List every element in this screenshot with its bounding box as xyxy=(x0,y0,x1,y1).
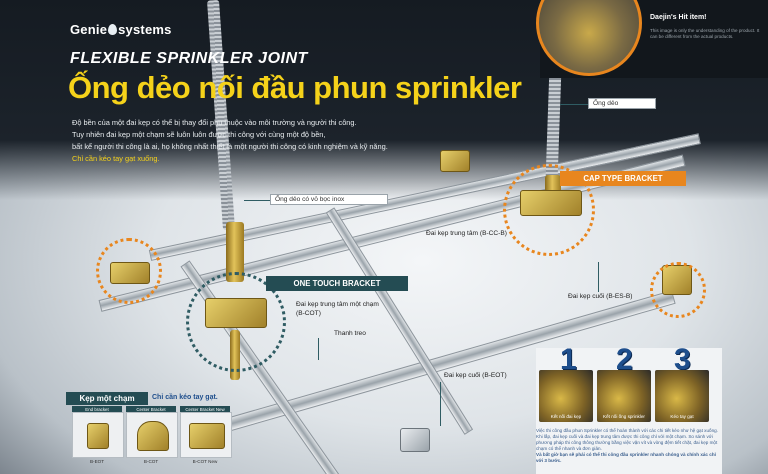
thumb-caption-3: B-COT New xyxy=(192,459,218,464)
one-touch-banner: ONE TOUCH BRACKET xyxy=(266,276,408,291)
hose-fitting-left xyxy=(226,222,244,282)
step-image-1 xyxy=(539,370,593,422)
center-bracket-new-image xyxy=(189,423,225,449)
leader-dai-kep-cuoi xyxy=(598,262,599,292)
cap-type-banner: CAP TYPE BRACKET xyxy=(560,171,686,186)
highlight-circle-cap xyxy=(503,164,595,256)
rail-cross-right xyxy=(325,207,474,435)
thumb-title-3: Center Bracket New xyxy=(180,406,230,413)
leader-ong-deo xyxy=(560,104,588,105)
center-bracket-back xyxy=(440,150,470,172)
step-number-3: 3 xyxy=(674,343,691,376)
step-number-2: 2 xyxy=(616,343,633,376)
highlight-circle-left xyxy=(96,238,162,304)
label-dai-kep-cuoi-eot: Đai kẹp cuối (B-EOT) xyxy=(444,372,507,379)
thumb-end-bracket xyxy=(72,412,124,458)
label-dai-kep-mot-cham: Đai kẹp trung tâm một chạm (B-COT) xyxy=(296,301,379,317)
hit-item-note: This image is only the understanding of … xyxy=(650,28,760,39)
thumb-title-2: Center Bracket xyxy=(126,406,176,413)
thumb-caption-1: B-EOT xyxy=(89,459,105,464)
thumb-caption-2: B-COT xyxy=(143,459,159,464)
title-english: FLEXIBLE SPRINKLER JOINT xyxy=(70,50,308,67)
label-ong-deo-inox: Ống dẻo có vỏ bọc inox xyxy=(270,194,388,205)
highlight-circle-one-touch xyxy=(186,272,286,372)
step-caption-2: Kết nối ống sprinkler xyxy=(603,414,645,419)
step-image-2 xyxy=(597,370,651,422)
thumb-center-bracket xyxy=(126,412,178,458)
leader-dai-kep-cuoi-eot xyxy=(440,382,441,426)
label-thanh-treo: Thanh treo xyxy=(334,330,366,337)
leader-thanh-treo xyxy=(318,338,319,360)
leader-ong-deo-inox xyxy=(244,200,270,201)
step-caption-3: Kéo tay gạt xyxy=(670,414,694,419)
steps-description: Việc thi công đầu phun Sprinkler có thể … xyxy=(536,428,718,463)
hit-item-title: Daejin's Hit item! xyxy=(650,14,707,21)
title-vietnamese: Ống dẻo nối đầu phun sprinkler xyxy=(68,70,522,105)
legend-subheading: Chỉ cần kéo tay gạt. xyxy=(152,394,218,401)
thumb-title-1: End bracket xyxy=(72,406,122,413)
highlight-circle-end xyxy=(650,262,706,318)
step-caption-1: Kết nối đai kẹp xyxy=(550,414,582,419)
end-bracket-front xyxy=(400,428,430,452)
legend-heading: Kẹp một chạm xyxy=(66,392,148,405)
center-bracket-image xyxy=(137,421,169,451)
label-dai-kep-trung-tam: Đai kẹp trung tâm (B-CC-B) xyxy=(426,230,507,237)
description: Độ bền của một đai kẹp có thể bị thay đổ… xyxy=(72,118,388,163)
drop-icon xyxy=(108,24,118,35)
end-bracket-image xyxy=(87,423,109,449)
step-number-1: 1 xyxy=(560,343,577,376)
label-dai-kep-cuoi-esb: Đai kẹp cuối (B-ES-B) xyxy=(568,293,633,300)
thumb-center-bracket-new xyxy=(180,412,232,458)
label-ong-deo: Ống dẻo xyxy=(588,98,656,109)
step-image-3 xyxy=(655,370,709,422)
